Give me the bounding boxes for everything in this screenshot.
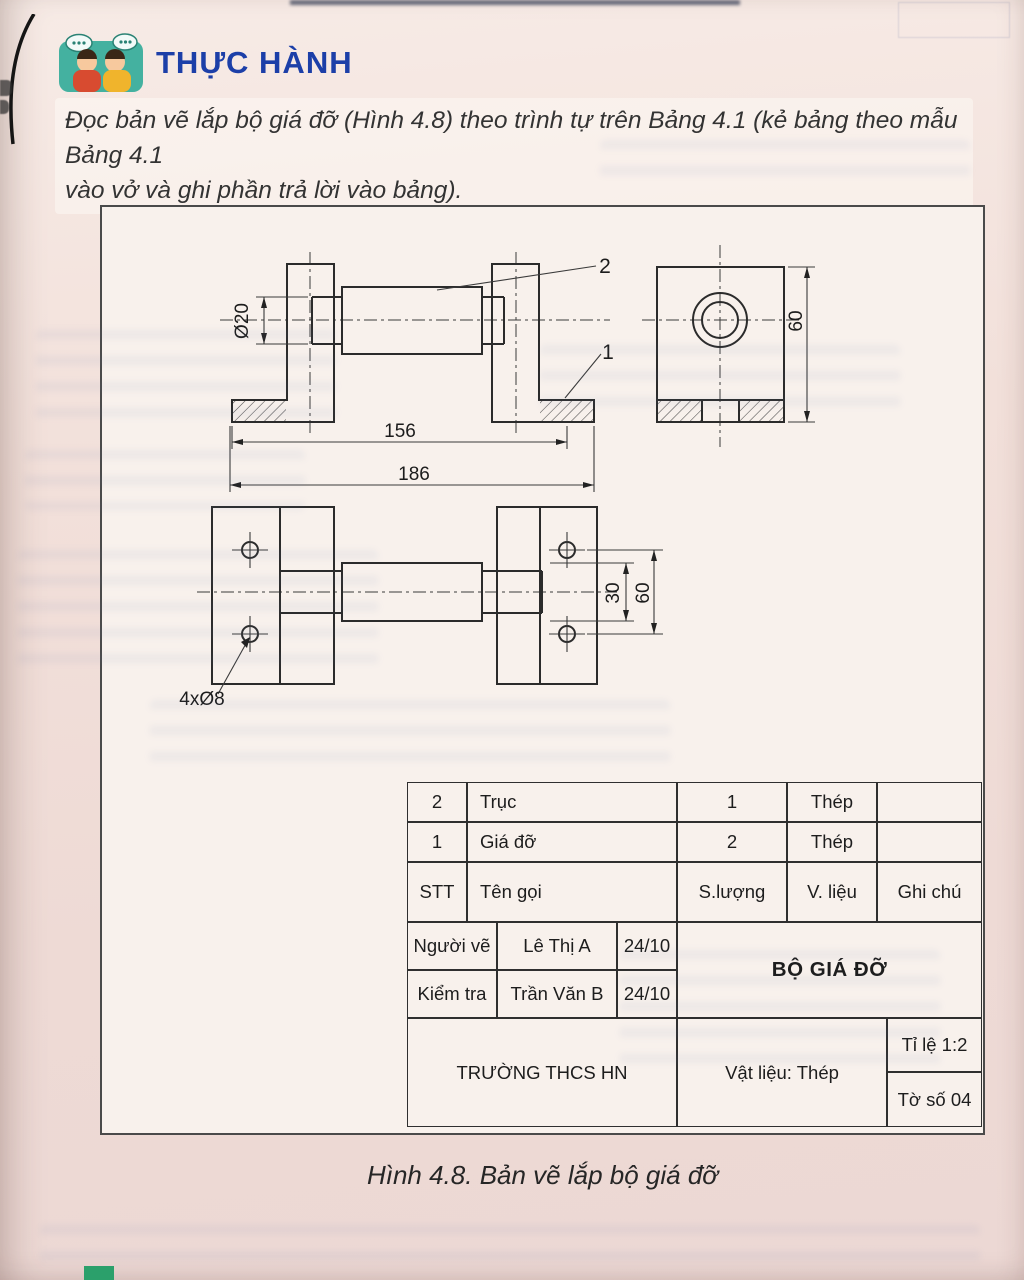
instruction-line-2: vào vở và ghi phần trả lời vào bảng). <box>65 176 463 204</box>
page-edge-mark <box>0 100 9 114</box>
drawn-by-date: 24/10 <box>617 922 677 970</box>
parts-row-qty: 1 <box>677 782 787 822</box>
dim-shaft-width: 30 <box>603 582 624 603</box>
practice-kids-icon <box>59 33 143 92</box>
checked-by-name: Trần Văn B <box>497 970 617 1018</box>
cropped-text-sliver <box>290 0 740 5</box>
bleed-through-artifact <box>898 2 1010 38</box>
instruction-text: Đọc bản vẽ lắp bộ giá đỡ (Hình 4.8) theo… <box>55 98 973 215</box>
figure-caption: Hình 4.8. Bản vẽ lắp bộ giá đỡ <box>366 1160 719 1190</box>
parts-row-qty: 2 <box>677 822 787 862</box>
drawn-by-label: Người vẽ <box>407 922 497 970</box>
parts-header-stt: STT <box>407 862 467 922</box>
part-label-bracket: 1 <box>602 341 614 364</box>
part-label-shaft: 2 <box>599 255 611 278</box>
material-note: Vật liệu: Thép <box>677 1018 887 1127</box>
dim-holes-callout: 4xØ8 <box>179 689 224 710</box>
parts-row-material: Thép <box>787 822 877 862</box>
checked-by-date: 24/10 <box>617 970 677 1018</box>
parts-row-note <box>877 822 982 862</box>
dim-length-inner: 156 <box>384 421 416 442</box>
front-view: 2 1 Ø20 156 186 <box>220 252 614 492</box>
parts-header-qty: S.lượng <box>677 862 787 922</box>
parts-row-name: Giá đỡ <box>467 822 677 862</box>
page-corner-curl <box>9 14 36 145</box>
bleed-through-artifact <box>40 1225 980 1267</box>
assembly-name: BỘ GIÁ ĐỠ <box>677 922 982 1018</box>
parts-row-note <box>877 782 982 822</box>
parts-row-material: Thép <box>787 782 877 822</box>
instruction-line-1: Đọc bản vẽ lắp bộ giá đỡ (Hình 4.8) theo… <box>65 107 958 169</box>
title-block: 2 Trục 1 Thép 1 Giá đỡ 2 Thép STT Tên gọ… <box>407 782 982 1127</box>
top-view: 30 60 4xØ8 <box>179 506 663 710</box>
dim-length-overall: 186 <box>398 464 430 485</box>
parts-row-stt: 1 <box>407 822 467 862</box>
dim-height-side: 60 <box>786 310 807 331</box>
parts-row-name: Trục <box>467 782 677 822</box>
dim-hole-span: 60 <box>633 582 654 603</box>
sheet-number-cell: Tờ số 04 <box>887 1072 982 1127</box>
parts-row-stt: 2 <box>407 782 467 822</box>
drawn-by-name: Lê Thị A <box>497 922 617 970</box>
assembly-drawing: 2 1 Ø20 156 186 <box>179 245 815 710</box>
figure-4-8-frame: 2 1 Ø20 156 186 <box>100 205 985 1135</box>
section-heading: THỰC HÀNH <box>156 45 353 80</box>
checked-by-label: Kiểm tra <box>407 970 497 1018</box>
practice-header: THỰC HÀNH <box>58 32 353 94</box>
page-edge-mark <box>0 80 12 96</box>
side-view: 60 <box>642 245 815 447</box>
school-name: TRƯỜNG THCS HN <box>407 1018 677 1127</box>
scale-cell: Tỉ lệ 1:2 <box>887 1018 982 1072</box>
dim-shaft-diameter: Ø20 <box>232 303 253 339</box>
parts-header-name: Tên gọi <box>467 862 677 922</box>
parts-header-note: Ghi chú <box>877 862 982 922</box>
parts-header-material: V. liệu <box>787 862 877 922</box>
page-footer-marker <box>84 1266 114 1280</box>
